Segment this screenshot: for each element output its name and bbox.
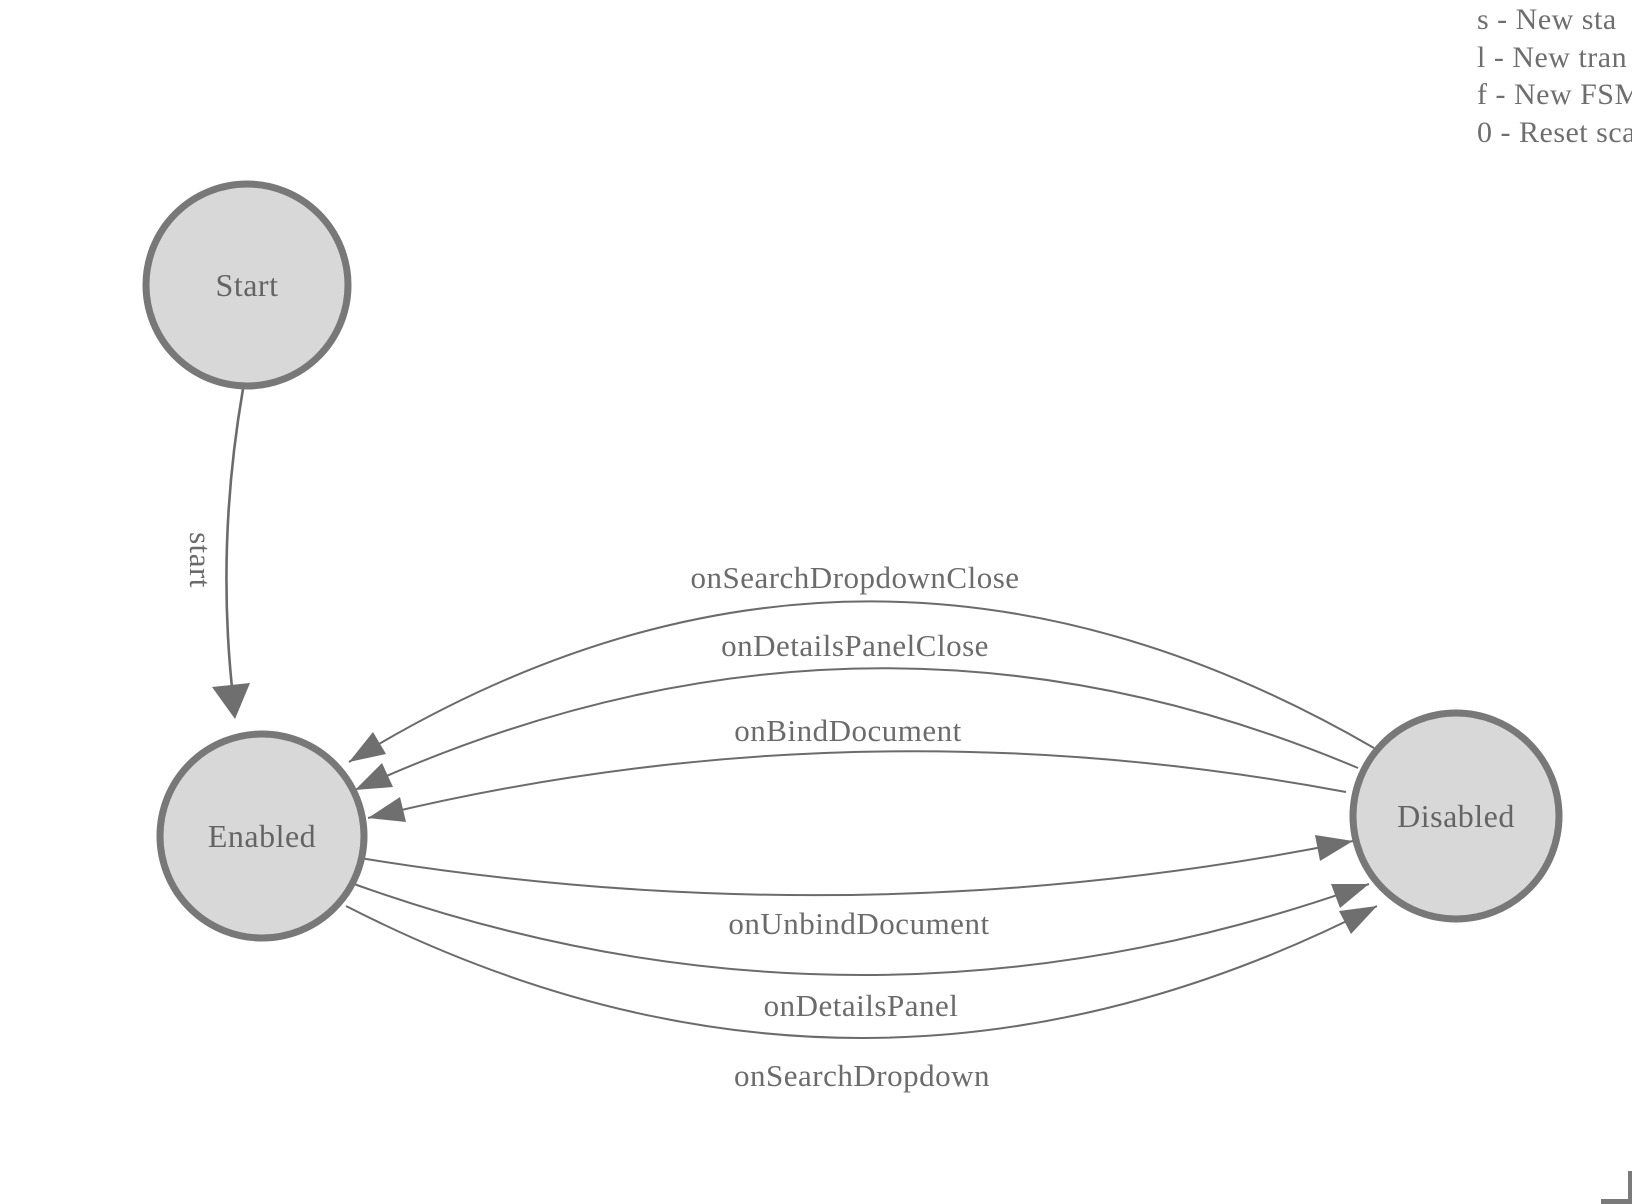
canvas-corner-frame	[1601, 1171, 1632, 1204]
arrowhead-start-to-enabled-icon	[212, 683, 250, 719]
state-node-start-label: Start	[216, 267, 279, 303]
edge-onDetailsPanelClose-path[interactable]	[354, 667, 1359, 791]
edge-onSearchDropdown-path[interactable]	[345, 905, 1378, 1039]
legend-line-reset: 0 - Reset sca	[1477, 116, 1632, 150]
edge-onUnbindDocument: onUnbindDocument	[359, 835, 1354, 941]
edge-onSearchDropdownClose-path[interactable]	[348, 600, 1375, 763]
arrowhead-onUnbindDocument-icon	[1315, 835, 1353, 861]
arrowhead-onDetailsPanelClose-icon	[355, 763, 393, 790]
edge-label-onUnbindDocument: onUnbindDocument	[728, 906, 989, 941]
arrowhead-onSearchDropdownClose-icon	[349, 732, 386, 762]
edge-label-start: start	[183, 532, 218, 588]
state-node-start-circle[interactable]	[142, 180, 352, 390]
arrowhead-onBindDocument-icon	[368, 797, 406, 822]
edge-onBindDocument: onBindDocument	[367, 713, 1347, 822]
legend-line-new-fsm: f - New FSM	[1477, 78, 1632, 112]
legend-line-new-state: s - New sta	[1477, 3, 1617, 36]
edge-onDetailsPanel-path[interactable]	[353, 883, 1370, 976]
edge-label-onSearchDropdownClose: onSearchDropdownClose	[690, 560, 1019, 595]
legend-line-new-transition: l - New tran	[1477, 40, 1628, 74]
edge-label-onSearchDropdown: onSearchDropdown	[734, 1058, 990, 1093]
arrowhead-onDetailsPanel-icon	[1331, 884, 1369, 908]
state-node-enabled-label: Enabled	[208, 818, 316, 854]
state-node-disabled-circle[interactable]	[1349, 709, 1563, 923]
edge-onDetailsPanelClose: onDetailsPanelClose	[354, 628, 1359, 791]
edge-start-path[interactable]	[225, 388, 245, 698]
edge-label-onBindDocument: onBindDocument	[734, 713, 961, 748]
state-node-disabled[interactable]: Disabled	[1349, 709, 1563, 923]
edge-onSearchDropdown: onSearchDropdown	[345, 905, 1378, 1093]
legend: s - New sta l - New tran f - New FSM 0 -…	[1477, 1, 1632, 152]
edge-label-onDetailsPanel: onDetailsPanel	[764, 988, 959, 1023]
edge-onDetailsPanel: onDetailsPanel	[353, 883, 1370, 1023]
edge-onBindDocument-path[interactable]	[367, 750, 1347, 819]
state-node-enabled[interactable]: Enabled	[156, 730, 368, 942]
edge-start: start	[183, 388, 250, 719]
state-node-start[interactable]: Start	[142, 180, 352, 390]
edge-onUnbindDocument-path[interactable]	[359, 840, 1354, 897]
edge-label-onDetailsPanelClose: onDetailsPanelClose	[721, 628, 989, 663]
state-node-disabled-label: Disabled	[1397, 798, 1515, 834]
arrowhead-onSearchDropdown-icon	[1339, 906, 1377, 934]
edge-onSearchDropdownClose: onSearchDropdownClose	[348, 560, 1375, 763]
state-node-enabled-circle[interactable]	[156, 730, 368, 942]
